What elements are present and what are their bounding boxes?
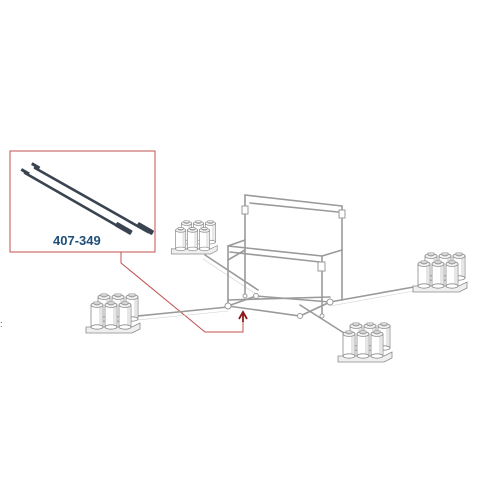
- weight-canister: [90, 301, 104, 330]
- weight-canister: [445, 260, 459, 289]
- strap-part-image: [20, 162, 154, 235]
- edge-mark: :: [0, 319, 3, 329]
- weight-canister: [431, 260, 445, 289]
- callout-leader-line: [120, 252, 244, 333]
- frame-structure: [117, 194, 426, 341]
- part-number-label: 407-349: [53, 233, 101, 248]
- weight-stack-left: [85, 293, 141, 334]
- weight-stack-front-right: [337, 322, 393, 363]
- weight-canister: [199, 227, 210, 252]
- weight-canister: [417, 260, 431, 289]
- weight-stack-back-left: [170, 220, 218, 255]
- weight-canister: [118, 301, 132, 330]
- weight-canister: [356, 330, 370, 359]
- weight-canister: [175, 227, 187, 252]
- weight-stack-right: [412, 252, 468, 293]
- weight-canister: [125, 293, 139, 322]
- location-arrow-icon: [238, 310, 248, 322]
- weight-canister: [342, 330, 356, 359]
- weight-canister: [104, 301, 118, 330]
- weight-canister: [370, 330, 384, 359]
- weight-canister: [187, 227, 198, 252]
- weight-stacks: [85, 220, 468, 363]
